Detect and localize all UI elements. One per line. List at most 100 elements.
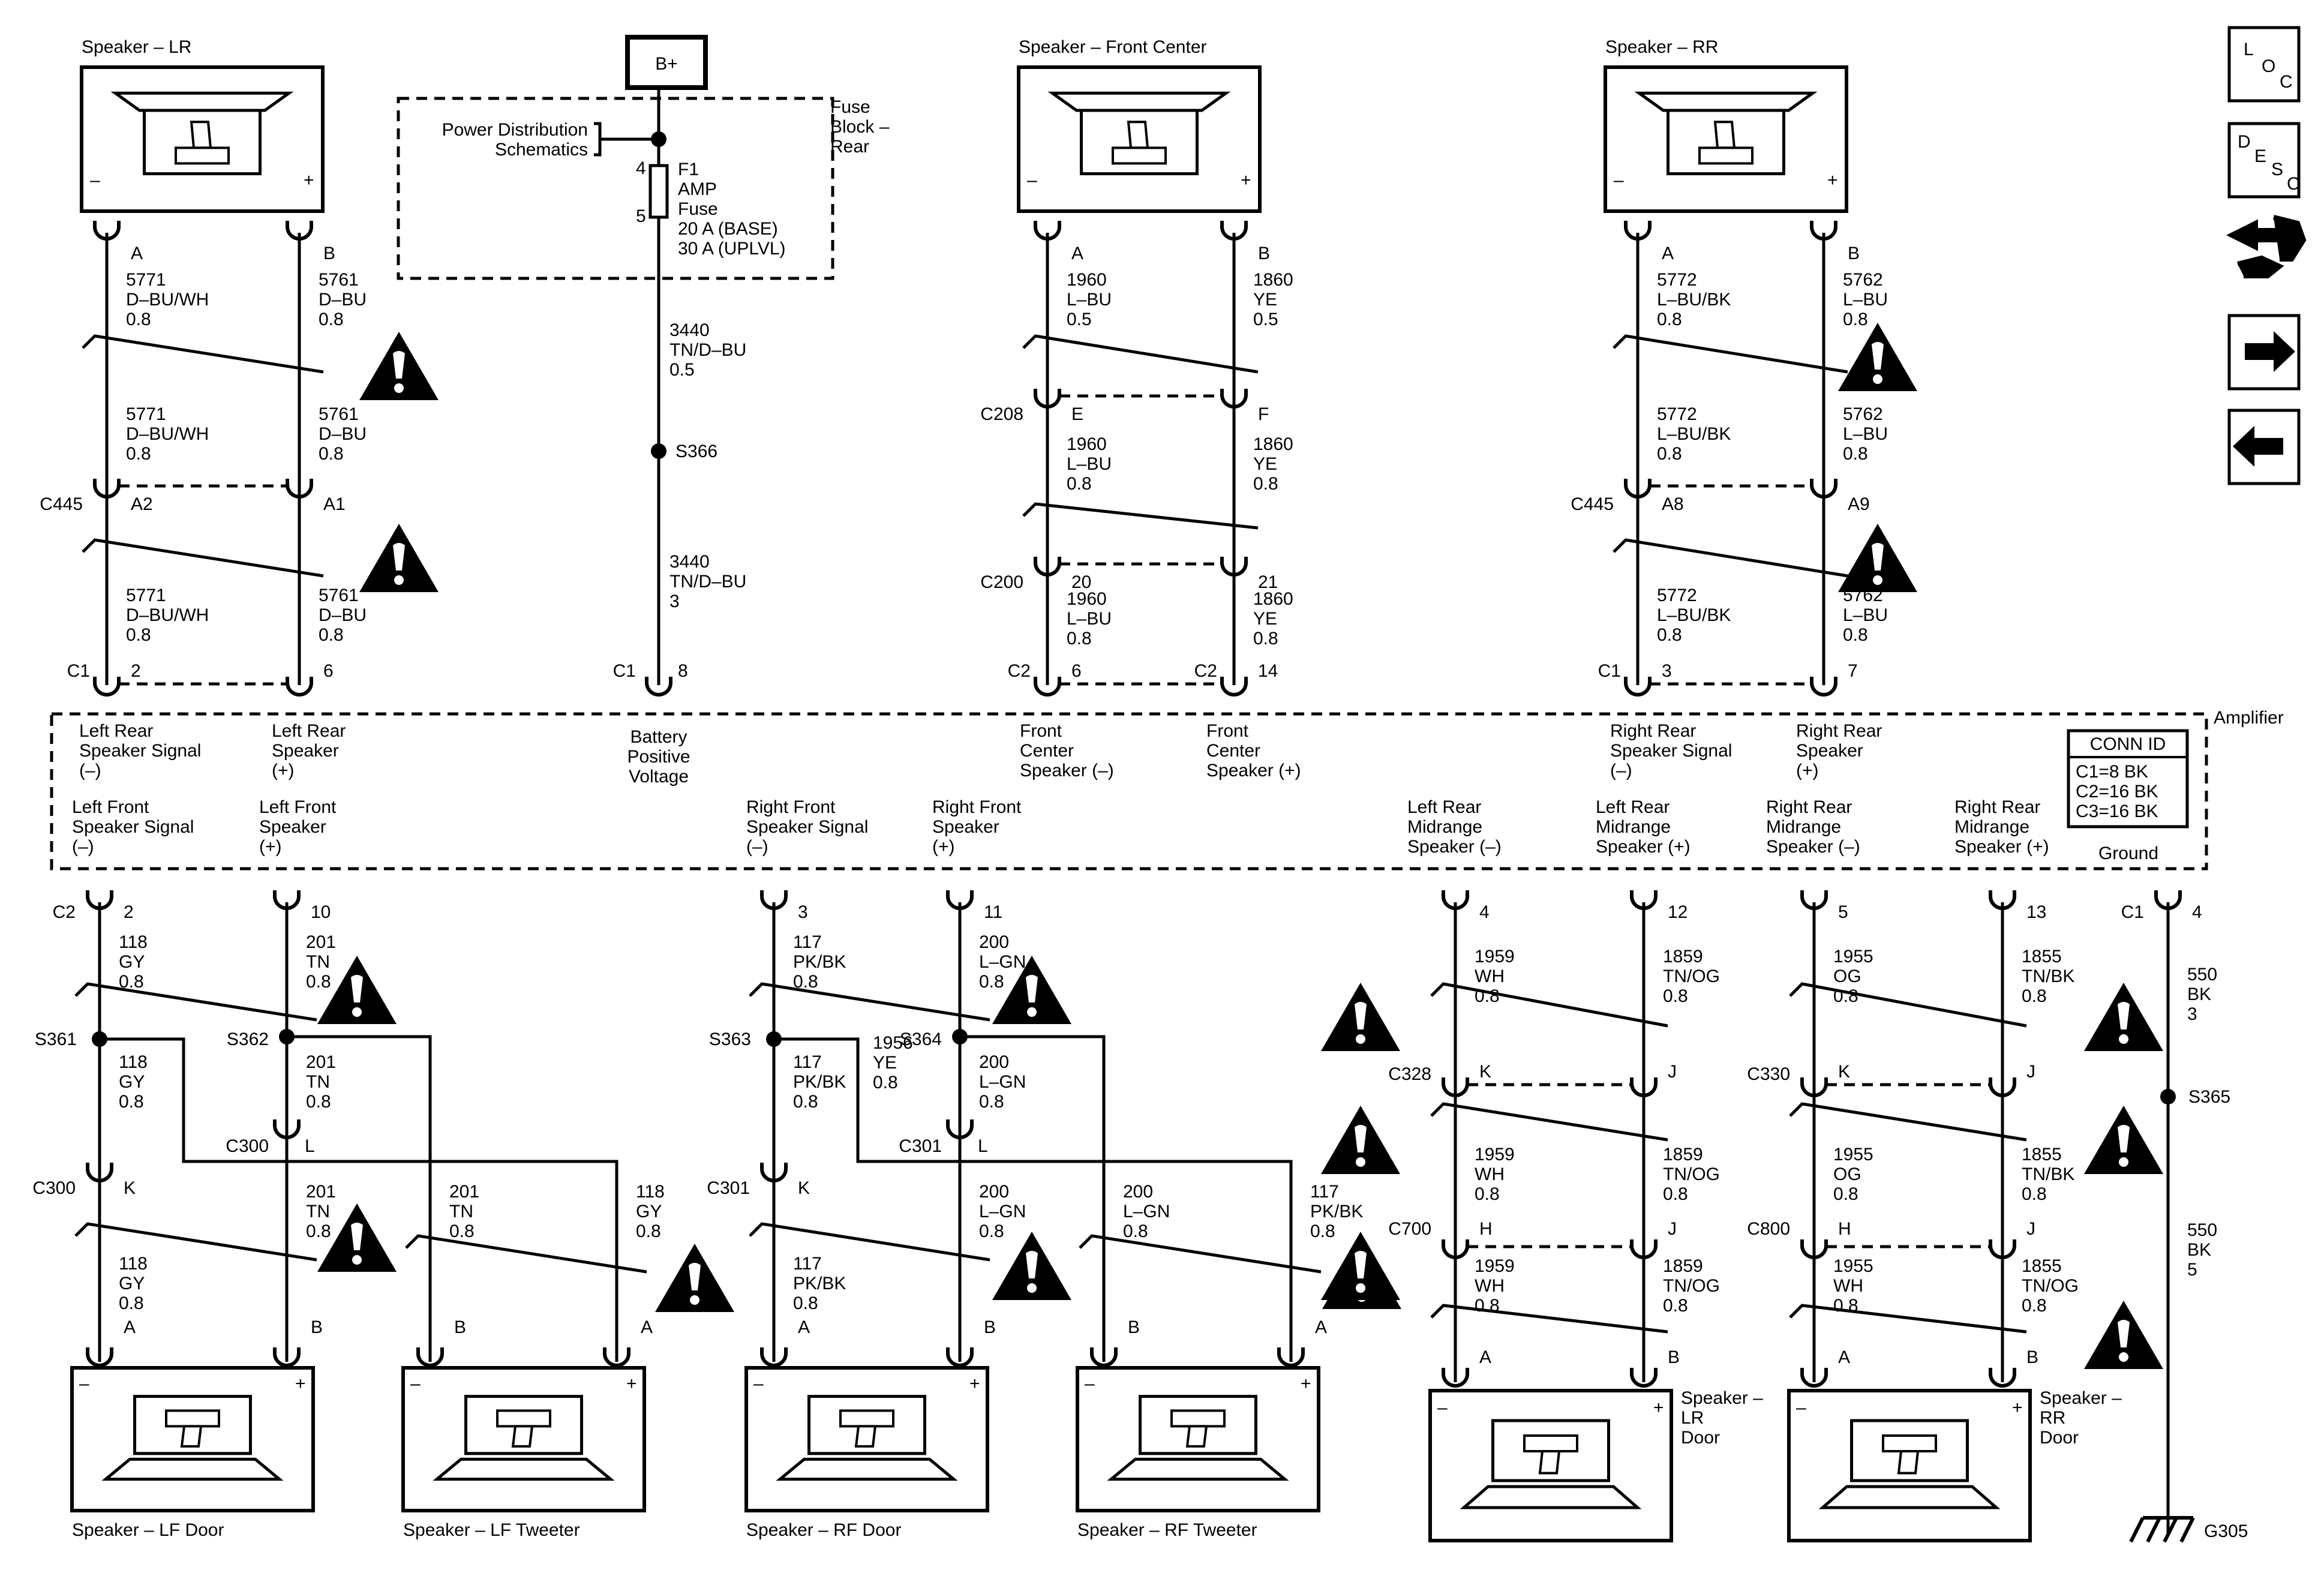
wire-label: YE — [1253, 454, 1277, 474]
amp-pin-label: Speaker Signal — [746, 817, 868, 837]
speaker-frame — [744, 1366, 989, 1512]
wire-label: 201 — [306, 1182, 336, 1202]
amplifier-label: Amplifier — [2214, 708, 2284, 728]
terminal-plus: + — [2012, 1398, 2023, 1418]
wire-label: 0.8 — [1663, 1296, 1688, 1316]
wire-label: GY — [119, 952, 145, 972]
connector-id: C800 — [1747, 1219, 1790, 1239]
wire-label: D–BU — [319, 424, 367, 444]
twisted-pair-marker — [82, 538, 324, 578]
fuse-description: F1 — [678, 160, 699, 179]
speaker-cone — [1818, 1485, 2001, 1509]
pin-label: 3 — [798, 902, 808, 922]
pin-label: B — [454, 1317, 466, 1337]
wire-label: 1959 — [1475, 1145, 1515, 1164]
amp-pin-label: Left Front — [259, 797, 337, 817]
terminal-minus: – — [90, 170, 100, 190]
pin-label: H — [1838, 1219, 1851, 1239]
amp-pin-label: Front — [1206, 721, 1249, 741]
warning-icon — [1321, 983, 1400, 1051]
pin-label: 5 — [1838, 902, 1848, 922]
wire-label: 5772 — [1657, 270, 1697, 290]
wire-label: 5771 — [126, 270, 166, 290]
wire-label: 1859 — [1663, 947, 1703, 966]
wire-label: TN/OG — [1663, 966, 1720, 986]
wire-label: YE — [1253, 290, 1277, 310]
wire-label: TN/D–BU — [669, 340, 746, 360]
amp-pin-label: Speaker (+) — [1596, 837, 1691, 857]
speaker-voice-coil — [190, 121, 212, 149]
pin-label: B — [984, 1317, 996, 1337]
pin-label: 21 — [1258, 572, 1278, 592]
splice-label: S366 — [675, 442, 717, 461]
pds-label: Power Distribution — [442, 120, 588, 140]
twisted-pair-marker — [1430, 1102, 1668, 1142]
wire-label: L–GN — [979, 1202, 1026, 1221]
wire-label: 0.8 — [1663, 1184, 1688, 1204]
pin-label: 6 — [1071, 661, 1082, 681]
speaker-voice-coil — [180, 1425, 203, 1448]
amp-pin-label: Left Rear — [1407, 797, 1481, 817]
speaker-coil-base — [839, 1409, 894, 1428]
loc-letter: L — [2244, 40, 2254, 59]
amp-pin-label: Center — [1206, 741, 1260, 761]
desc-letter: C — [2287, 174, 2300, 194]
speaker-cone — [110, 91, 294, 112]
wire-label: 0.8 — [1253, 629, 1278, 649]
wire-label: TN/D–BU — [669, 572, 746, 592]
warning-icon — [655, 1244, 734, 1312]
wire-label: 0.8 — [1123, 1221, 1148, 1241]
conn-id-title: CONN ID — [2090, 734, 2166, 754]
fuse-symbol — [648, 164, 669, 219]
speaker-cone — [1634, 91, 1818, 112]
wire-label: 201 — [306, 932, 336, 952]
connector-id: C300 — [32, 1178, 76, 1198]
wire-label: D–BU/WH — [126, 605, 209, 625]
amp-pin-label: Midrange — [1766, 817, 1841, 837]
pin-label: A — [1071, 244, 1083, 263]
warning-icon — [2084, 983, 2163, 1051]
twisted-pair-marker — [1079, 1234, 1322, 1274]
wire-label: 5761 — [319, 404, 359, 424]
wire-label: 3 — [2187, 1004, 2197, 1024]
amp-pin-label: Speaker — [1796, 741, 1863, 761]
terminal-minus: – — [79, 1374, 89, 1394]
pin-label: 2 — [131, 661, 141, 681]
twisted-pair-marker — [1022, 502, 1259, 530]
pin-label: 12 — [1668, 902, 1688, 922]
warning-icon — [359, 332, 439, 400]
pin-label: 10 — [311, 902, 331, 922]
pin-label: 8 — [678, 661, 688, 681]
speaker-cone — [1047, 91, 1231, 112]
wire-label: 3 — [669, 592, 680, 611]
wire-label: 0.8 — [2022, 1184, 2047, 1204]
amp-pin-label: (+) — [272, 761, 295, 781]
wire-label: L–GN — [1123, 1202, 1170, 1221]
amp-pin-label: Speaker (+) — [1206, 761, 1301, 781]
pds-label: Schematics — [495, 140, 588, 160]
wire-label: 0.8 — [126, 625, 151, 645]
amp-pin-label: Speaker Signal — [1610, 741, 1732, 761]
speaker-title: Speaker – LR — [82, 37, 191, 57]
wire-label: 0.8 — [1663, 986, 1688, 1006]
pin-label: B — [1848, 244, 1860, 263]
pin-label: K — [798, 1178, 810, 1198]
wire-label: 201 — [306, 1052, 336, 1072]
desc-letter: S — [2271, 160, 2283, 179]
wire-label: 1860 — [1253, 589, 1293, 609]
wire-label: 5771 — [126, 586, 166, 605]
wire-label: 0.8 — [449, 1221, 475, 1241]
connector-id: C2 — [1008, 661, 1031, 681]
wire-label: 118 — [119, 932, 148, 952]
splice-label: S361 — [35, 1029, 77, 1049]
pin-label: 13 — [2026, 902, 2046, 922]
fuse-block-label: Rear — [830, 137, 869, 157]
wire-label: 0.8 — [1310, 1221, 1335, 1241]
splice-label: S364 — [900, 1029, 942, 1049]
wire-label: 1860 — [1253, 270, 1293, 290]
amp-pin-label: Left Front — [72, 797, 149, 817]
pin-label: L — [978, 1136, 988, 1156]
wire-label: L–GN — [979, 952, 1026, 972]
wire-label: L–BU — [1843, 605, 1888, 625]
twisted-pair-marker — [82, 334, 324, 374]
